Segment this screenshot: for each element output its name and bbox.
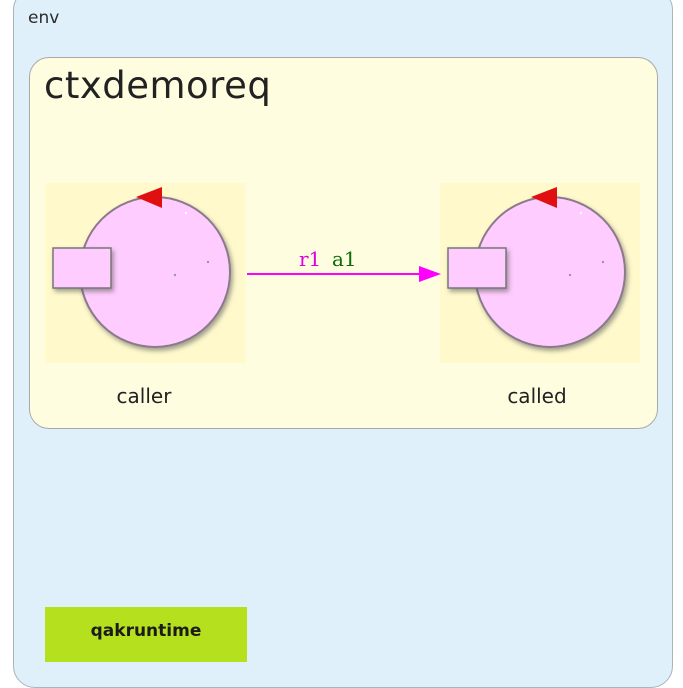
env-label: env [28,8,60,28]
arrowhead-icon [419,266,441,282]
qakruntime-label: qakruntime [90,620,202,641]
caller-label: caller [116,384,172,408]
caller-marker-icon [136,187,162,208]
called-actor-icon[interactable] [447,187,626,348]
context-title: ctxdemoreq [44,64,272,107]
message-arrow [247,266,441,282]
called-label: called [507,384,567,408]
message-request-label: r1 [299,247,322,271]
called-marker-icon [531,187,557,208]
qakruntime-block[interactable]: qakruntime [45,607,247,662]
caller-actor-icon[interactable] [52,187,231,348]
message-answer-label: a1 [332,247,357,271]
